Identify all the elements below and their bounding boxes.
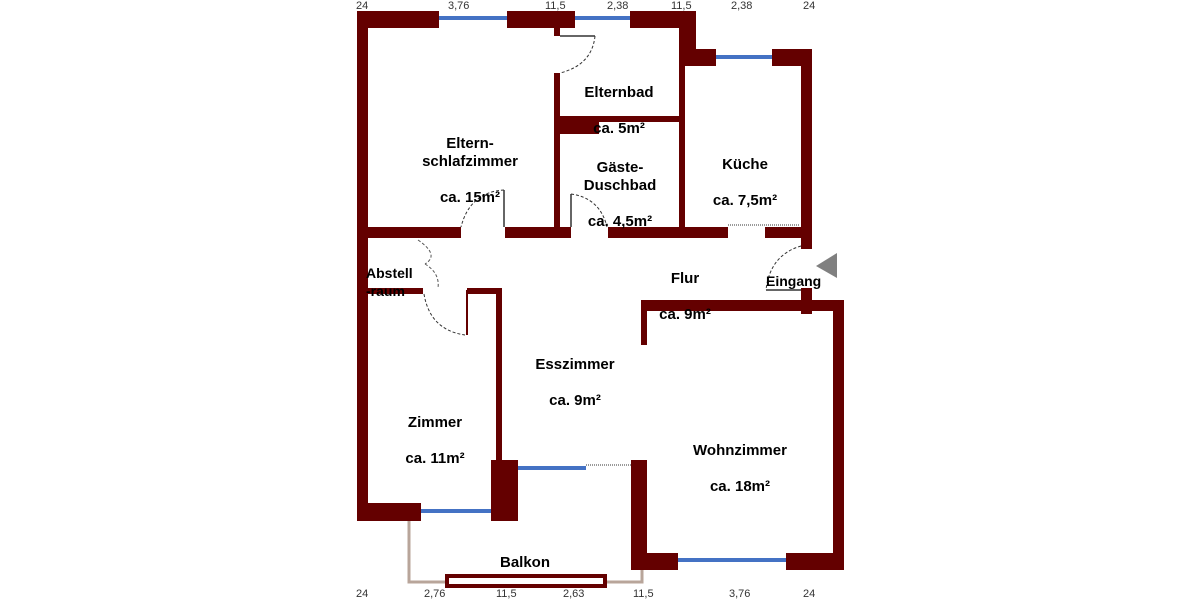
window [678,558,786,562]
room-name: Flur [670,270,700,287]
room-area: ca. 9m² [659,306,711,323]
room-area: ca. 9m² [549,392,601,409]
wall [765,227,812,238]
wall [467,288,502,294]
wall [357,503,421,521]
room-name: Küche [722,156,768,173]
wall [833,300,844,570]
dim-bottom-0: 24 [356,588,369,600]
wall [507,11,575,28]
room-area: ca. 5m² [593,120,645,137]
room-kueche: Küche ca. 7,5m² [690,138,800,228]
wall [357,11,439,28]
room-elternbad: Elternbad ca. 5m² [560,66,678,156]
wall [641,300,647,345]
window [716,55,772,59]
wall [631,460,647,570]
wall [554,116,599,134]
wall [491,460,518,521]
room-name: Abstell -raum [366,265,413,299]
room-balkon: Balkon [480,536,570,590]
room-esszimmer: Esszimmer ca. 9m² [520,338,630,428]
wall [608,227,728,238]
room-name: Eltern- schlafzimmer [422,135,518,170]
room-name: Esszimmer [535,356,615,373]
wall [554,73,560,238]
room-name: Wohnzimmer [693,442,787,459]
window [518,466,586,470]
wall [679,49,716,66]
room-elternschlafzimmer: Eltern- schlafzimmer ca. 15m² [400,117,540,225]
wall [786,553,844,570]
dim-top-6: 24 [803,0,816,12]
wall [466,290,468,335]
wall [357,227,461,238]
room-name: Balkon [499,554,550,571]
wall [554,28,560,36]
wall [801,49,812,249]
entrance-label: Eingang [766,273,822,289]
room-wohnzimmer: Wohnzimmer ca. 18m² [670,424,810,514]
dim-bottom-5: 3,76 [729,588,751,600]
dim-top-5: 2,38 [731,0,753,12]
room-area: ca. 15m² [439,189,501,206]
room-abstellraum: Abstell -raum [366,246,432,318]
window [575,16,630,20]
window [439,16,507,20]
wall [631,553,678,570]
wall [554,116,681,122]
wall [641,300,844,311]
dim-bottom-2: 11,5 [496,588,517,600]
room-gaeste-duschbad: Gäste- Duschbad ca. 4,5m² [560,141,680,249]
room-area: ca. 4,5m² [587,213,653,230]
dim-top-0: 24 [356,0,369,12]
dim-bottom-1: 2,76 [424,588,446,600]
window [421,509,491,513]
wall [357,11,368,521]
room-area: ca. 18m² [709,478,771,495]
dim-bottom-4: 11,5 [633,588,654,600]
room-zimmer: Zimmer ca. 11m² [375,396,495,486]
dim-top-1: 3,76 [448,0,470,12]
room-flur: Flur ca. 9m² [640,252,730,342]
room-name: Elternbad [584,84,654,101]
dim-top-4: 11,5 [671,0,692,12]
room-name: Gäste- Duschbad [583,159,657,194]
dim-bottom-3: 2,63 [563,588,585,600]
dim-top-3: 2,38 [607,0,629,12]
wall [357,288,423,294]
room-name: Zimmer [407,414,463,431]
wall [496,288,502,518]
entrance-arrow-icon [816,253,837,278]
room-area: ca. 7,5m² [712,192,778,209]
dim-bottom-6: 24 [803,588,816,600]
room-area: ca. 11m² [405,450,465,467]
wall [679,60,685,238]
wall [505,227,571,238]
dim-top-2: 11,5 [545,0,566,12]
